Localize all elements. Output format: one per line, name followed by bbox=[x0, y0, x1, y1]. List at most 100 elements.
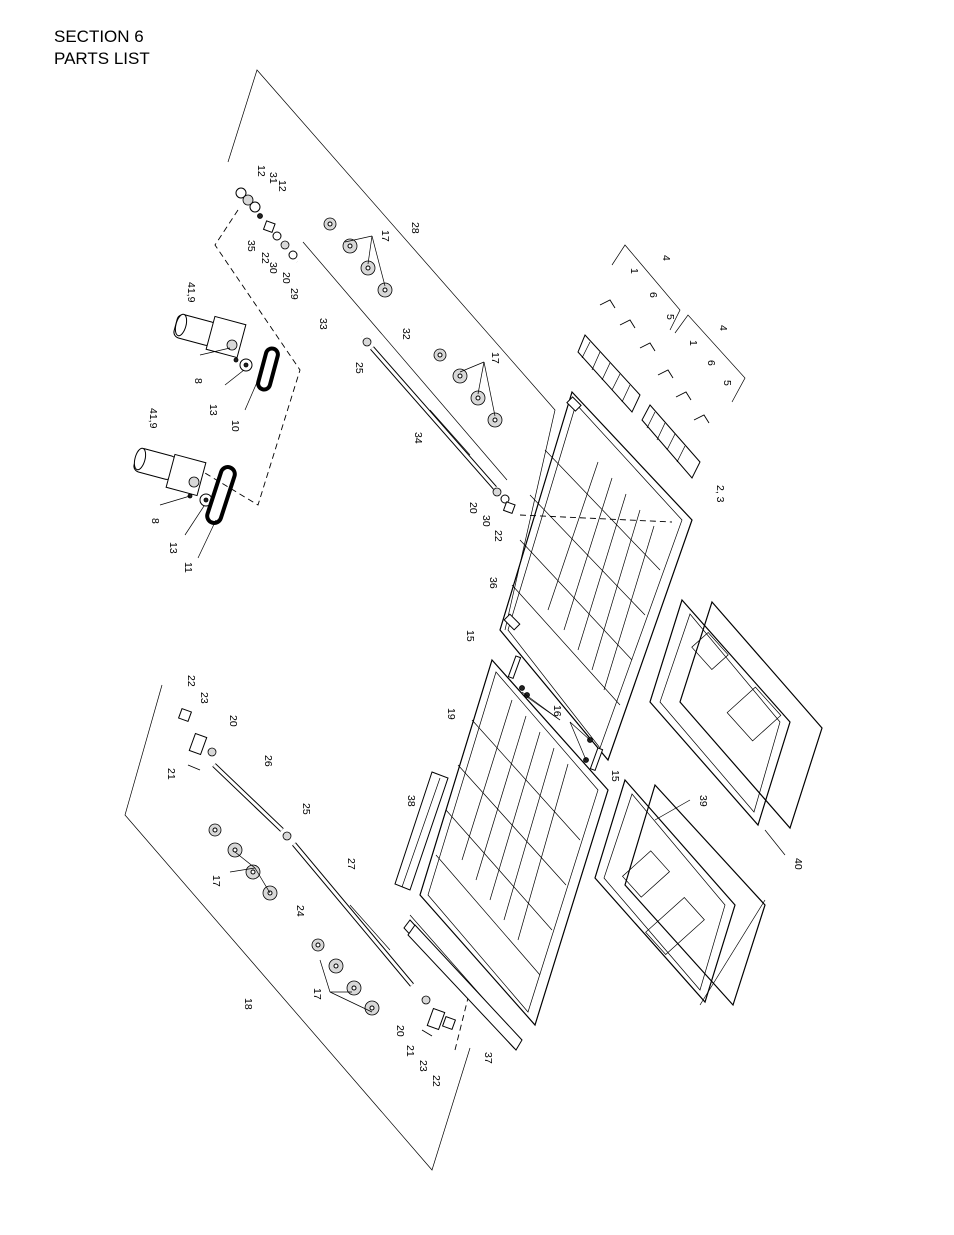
callout-label: 18 bbox=[242, 998, 254, 1010]
callout-labels: 12 31 12 35 22 30 20 29 28 17 33 32 25 1… bbox=[147, 165, 804, 1087]
door-glass-lower bbox=[624, 783, 766, 1007]
pan-rack-lower bbox=[641, 404, 701, 479]
motor-upper bbox=[173, 313, 280, 392]
callout-label: 8 bbox=[192, 378, 204, 384]
callout-label: 6 bbox=[647, 292, 659, 298]
section-number: SECTION 6 bbox=[54, 27, 144, 46]
upper-shaft-assembly-outline bbox=[227, 69, 556, 631]
callout-label: 16 bbox=[551, 705, 563, 717]
motor-lower bbox=[133, 447, 237, 525]
callout-label: 1 bbox=[687, 340, 699, 346]
lower-shaft-assembly-outline bbox=[124, 684, 471, 1171]
callout-label: 13 bbox=[207, 404, 219, 416]
callout-label: 26 bbox=[262, 755, 274, 767]
door-panel-upper bbox=[649, 598, 791, 827]
callout-label: 15 bbox=[609, 770, 621, 782]
bearing-block-icon bbox=[262, 220, 276, 234]
callout-label: 27 bbox=[345, 858, 357, 870]
callout-label: 38 bbox=[405, 795, 417, 807]
callout-label: 17 bbox=[489, 352, 501, 364]
section-heading: SECTION 6 PARTS LIST bbox=[54, 26, 150, 70]
upper-frame bbox=[499, 390, 693, 762]
callout-label: 17 bbox=[379, 230, 391, 242]
callout-label: 34 bbox=[412, 432, 424, 444]
callout-leaders bbox=[159, 235, 786, 1013]
callout-label: 21 bbox=[404, 1045, 416, 1057]
pan-rack-upper bbox=[577, 334, 641, 413]
callout-label: 17 bbox=[311, 988, 323, 1000]
callout-label: 30 bbox=[480, 515, 492, 527]
callout-label: 33 bbox=[317, 318, 329, 330]
callout-label: 37 bbox=[482, 1052, 494, 1064]
callout-label: 24 bbox=[294, 905, 306, 917]
callout-label: 13 bbox=[167, 542, 179, 554]
callout-label: 35 bbox=[245, 240, 257, 252]
callout-label: 4 bbox=[660, 255, 672, 261]
shaft-hardware-stack bbox=[235, 187, 298, 260]
pin-icon bbox=[257, 213, 263, 219]
callout-label: 41,9 bbox=[147, 408, 159, 429]
callout-label: 22 bbox=[492, 530, 504, 542]
callout-label: 40 bbox=[792, 858, 804, 870]
sprocket-group-upper-b bbox=[433, 348, 503, 428]
bottom-bar bbox=[407, 924, 523, 1051]
bracket-set bbox=[599, 299, 710, 424]
section-title: PARTS LIST bbox=[54, 49, 150, 68]
lower-frame bbox=[403, 658, 609, 1049]
callout-label: 21 bbox=[165, 768, 177, 780]
nut-icon bbox=[235, 187, 247, 199]
callout-label: 23 bbox=[417, 1060, 429, 1072]
callout-label: 31 bbox=[267, 172, 279, 184]
callout-label: 39 bbox=[697, 795, 709, 807]
nut-icon bbox=[249, 201, 261, 213]
door-panel-lower bbox=[594, 778, 736, 1004]
callout-label: 22 bbox=[259, 252, 271, 264]
callout-label: 22 bbox=[430, 1075, 442, 1087]
callout-label: 20 bbox=[394, 1025, 406, 1037]
callout-label: 36 bbox=[487, 577, 499, 589]
callout-label: 23 bbox=[198, 692, 210, 704]
lower-shafts bbox=[212, 763, 414, 987]
sprocket-group-lower-a bbox=[208, 823, 278, 901]
callout-label: 25 bbox=[353, 362, 365, 374]
callout-label: 20 bbox=[467, 502, 479, 514]
callout-label: 30 bbox=[267, 262, 279, 274]
bracket-callout-lines bbox=[611, 244, 746, 403]
callout-label: 29 bbox=[288, 288, 300, 300]
callout-label: 15 bbox=[464, 630, 476, 642]
coupler-icon bbox=[362, 337, 372, 347]
callout-label: 5 bbox=[721, 380, 733, 386]
gear-small-icon bbox=[242, 194, 254, 206]
trim-strip bbox=[394, 771, 449, 891]
callout-label: 8 bbox=[149, 518, 161, 524]
callout-label: 20 bbox=[280, 272, 292, 284]
dashed-leader-lines bbox=[199, 209, 673, 1051]
lower-shaft-hardware-top bbox=[177, 707, 217, 771]
callout-label: 5 bbox=[664, 314, 676, 320]
callout-label: 17 bbox=[210, 875, 222, 887]
collar-icon bbox=[280, 240, 290, 250]
callout-label: 1 bbox=[628, 268, 640, 274]
callout-label: 4 bbox=[717, 325, 729, 331]
callout-label: 12 bbox=[255, 165, 267, 177]
door-glass-upper bbox=[679, 600, 823, 830]
sprocket-group-lower-b bbox=[311, 938, 380, 1016]
sprocket-group-upper-a bbox=[323, 217, 393, 298]
callout-label: 11 bbox=[182, 562, 194, 573]
callout-label: 28 bbox=[409, 222, 421, 234]
callout-label: 6 bbox=[705, 360, 717, 366]
callout-label: 22 bbox=[185, 675, 197, 687]
callout-label: 10 bbox=[229, 420, 241, 432]
spacer-icon bbox=[288, 250, 298, 260]
callout-label: 20 bbox=[227, 715, 239, 727]
upper-shafts bbox=[295, 261, 497, 490]
callout-label: 19 bbox=[445, 708, 457, 720]
callout-label: 12 bbox=[276, 180, 288, 192]
lower-shaft-hardware-bottom bbox=[421, 995, 457, 1037]
callout-label: 32 bbox=[400, 328, 412, 340]
callout-label: 41,9 bbox=[185, 282, 197, 303]
washer-icon bbox=[272, 231, 282, 241]
shaft-end-hardware bbox=[492, 487, 516, 515]
callout-label: 25 bbox=[300, 803, 312, 815]
